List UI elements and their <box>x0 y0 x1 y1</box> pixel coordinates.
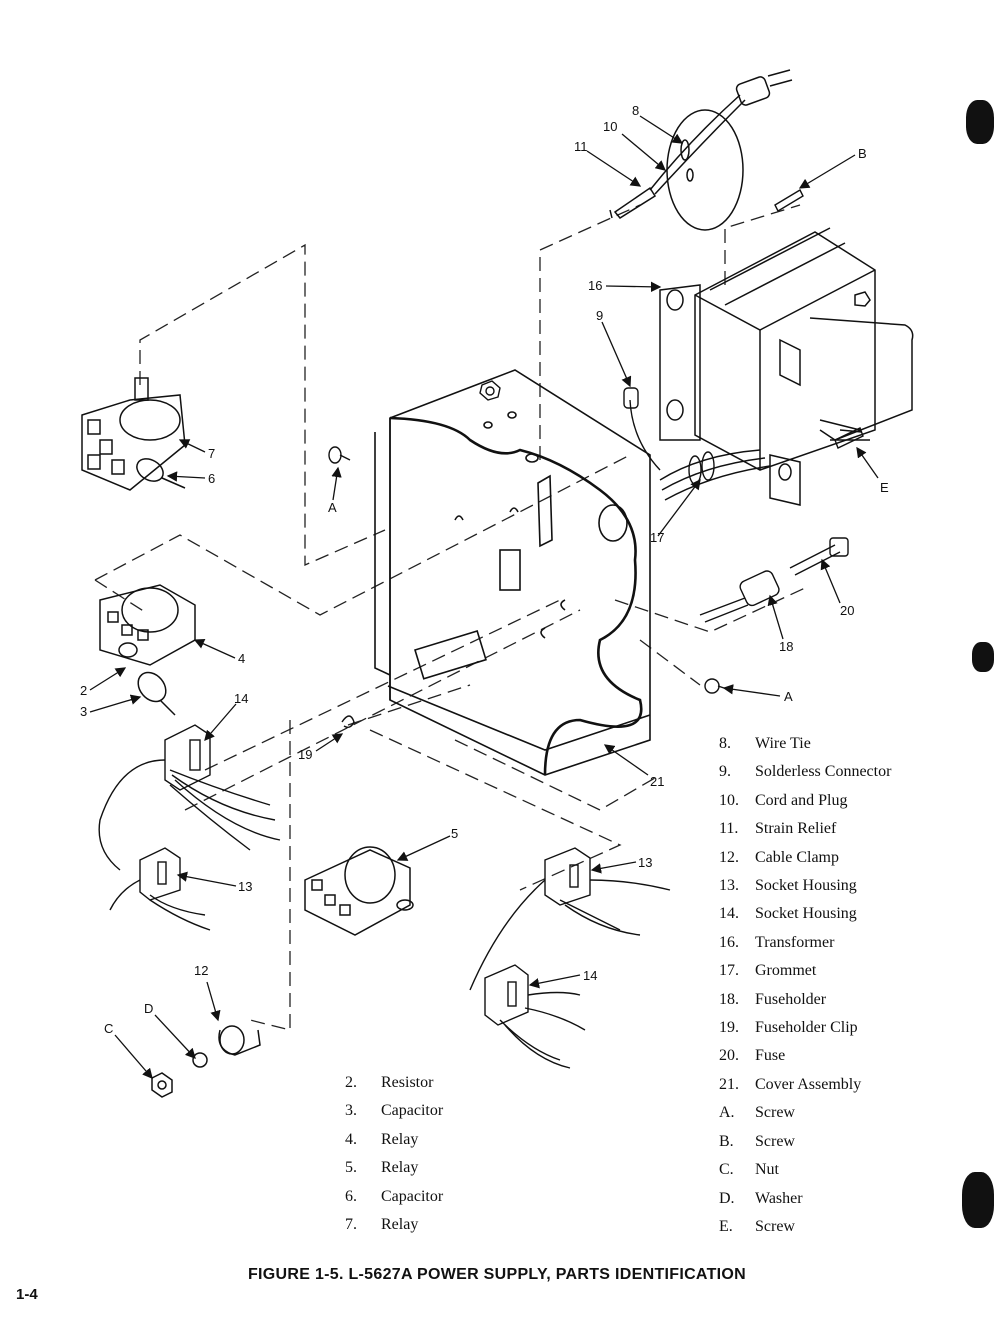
callout-13-left: 13 <box>238 879 252 894</box>
assembly-dash-lines <box>94 204 806 1031</box>
legend-item: 18.Fuseholder <box>719 990 827 1008</box>
callout-4: 4 <box>238 651 245 666</box>
callout-20: 20 <box>840 603 854 618</box>
legend-item: 13.Socket Housing <box>719 877 857 895</box>
callout-8: 8 <box>632 103 639 118</box>
legend-item: 16.Transformer <box>719 933 835 951</box>
legend-item: 9.Solderless Connector <box>719 763 892 781</box>
callout-12: 12 <box>194 963 208 978</box>
callout-B: B <box>858 146 867 161</box>
legend-item: 10.Cord and Plug <box>719 791 848 809</box>
socket-housings-left <box>98 724 281 931</box>
legend-left: 2.Resistor 3.Capacitor 4.Relay 5.Relay 6… <box>345 1069 443 1239</box>
legend-item: 20.Fuse <box>719 1047 786 1065</box>
page-number: 1-4 <box>16 1286 38 1303</box>
callout-10: 10 <box>603 119 617 134</box>
callout-D: D <box>144 1001 153 1016</box>
callout-C: C <box>104 1021 113 1036</box>
figure-caption: FIGURE 1-5. L-5627A POWER SUPPLY, PARTS … <box>247 1266 747 1283</box>
legend-item: 8.Wire Tie <box>719 735 811 752</box>
legend-item: 11.Strain Relief <box>719 820 837 838</box>
callout-9: 9 <box>596 308 603 323</box>
legend-item: 5.Relay <box>345 1159 419 1177</box>
relay-4 <box>99 584 196 716</box>
leader-lines <box>89 115 879 1079</box>
callout-labels: 8 10 11 B 16 9 7 6 A E 17 20 18 4 2 3 14… <box>80 103 889 1036</box>
transformer <box>659 227 914 506</box>
callout-19: 19 <box>298 747 312 762</box>
binder-mark-middle <box>972 642 994 672</box>
callout-14-right: 14 <box>583 968 597 983</box>
legend-item: 2.Resistor <box>345 1074 434 1091</box>
callout-2: 2 <box>80 683 87 698</box>
legend-item: 14.Socket Housing <box>719 905 857 923</box>
callout-17: 17 <box>650 530 664 545</box>
cover-assembly <box>374 369 651 776</box>
legend-item: E.Screw <box>719 1217 795 1235</box>
callout-E: E <box>880 480 889 495</box>
callout-14-left: 14 <box>234 691 248 706</box>
legend-item: A.Screw <box>719 1104 795 1122</box>
legend-item: 4.Relay <box>345 1130 419 1148</box>
relay-5 <box>304 846 414 936</box>
legend-right: 8.Wire Tie 9.Solderless Connector 10.Cor… <box>719 730 891 1241</box>
callout-16: 16 <box>588 278 602 293</box>
legend-item: 7.Relay <box>345 1216 419 1234</box>
legend-item: 21.Cover Assembly <box>719 1075 862 1093</box>
legend-item: C.Nut <box>719 1161 779 1179</box>
legend-item: 3.Capacitor <box>345 1102 444 1120</box>
legend-item: B.Screw <box>719 1132 795 1150</box>
callout-7: 7 <box>208 446 215 461</box>
legend-item: 19.Fuseholder Clip <box>719 1019 858 1037</box>
callout-A-left: A <box>328 500 337 515</box>
legend-item: 12.Cable Clamp <box>719 848 839 866</box>
cover-nut <box>479 380 501 401</box>
clamp-washer-nut <box>151 1025 261 1098</box>
legend-item: 17.Grommet <box>719 962 817 980</box>
callout-18: 18 <box>779 639 793 654</box>
callout-6: 6 <box>208 471 215 486</box>
grommet-wires <box>623 387 771 501</box>
callout-13-right: 13 <box>638 855 652 870</box>
callout-11: 11 <box>574 139 588 154</box>
callout-5: 5 <box>451 826 458 841</box>
cord-and-plug <box>609 69 793 231</box>
small-hardware <box>328 189 864 694</box>
socket-housings-right <box>469 847 671 1069</box>
fuseholder-clip <box>341 715 355 729</box>
binder-mark-bottom <box>962 1172 994 1228</box>
binder-mark-top <box>966 100 994 144</box>
callout-A-right: A <box>784 689 793 704</box>
callout-3: 3 <box>80 704 87 719</box>
legend-item: 6.Capacitor <box>345 1187 444 1205</box>
callout-21: 21 <box>650 774 664 789</box>
legend-item: D.Washer <box>719 1189 803 1207</box>
relay-7 <box>81 377 186 491</box>
